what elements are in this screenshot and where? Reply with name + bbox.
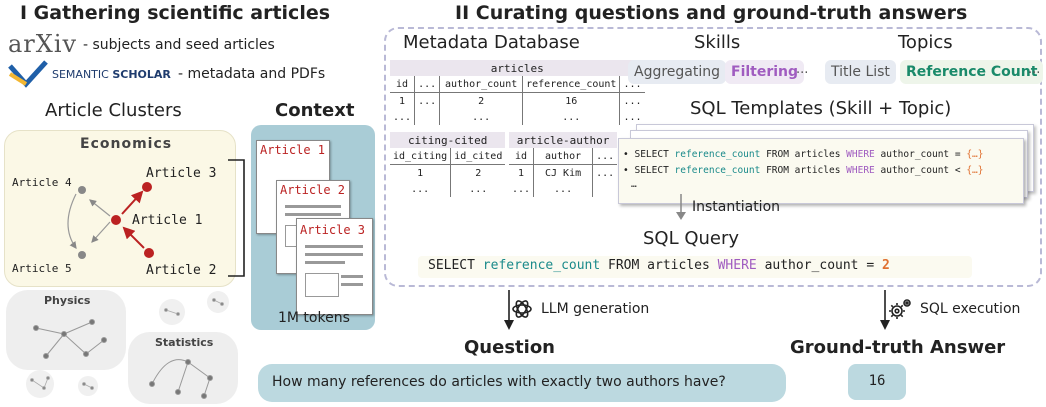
node-label-article-5: Article 5 xyxy=(12,262,72,275)
answer-box: 16 xyxy=(848,364,906,400)
economics-cluster xyxy=(4,130,236,287)
node-article-3 xyxy=(142,182,152,192)
question-text: How many references do articles with exa… xyxy=(272,374,726,390)
semantic-scholar-description: - metadata and PDFs xyxy=(178,66,326,82)
semantic-scholar-icon xyxy=(8,60,48,88)
topic-chip-reference-count: Reference Count xyxy=(900,60,1044,84)
metadata-database-title: Metadata Database xyxy=(403,32,580,53)
statistics-label: Statistics xyxy=(155,336,214,349)
context-title: Context xyxy=(275,100,355,121)
gear-icon xyxy=(889,299,911,319)
node-article-5 xyxy=(78,251,86,259)
template-line-2: • SELECT reference_count FROM articles W… xyxy=(623,165,984,176)
node-label-article-3: Article 3 xyxy=(146,166,217,181)
arxiv-logo: arXiv xyxy=(8,30,78,58)
question-box: How many references do articles with exa… xyxy=(258,364,786,402)
instantiation-arrow xyxy=(676,194,686,220)
skill-chip-filtering: Filtering xyxy=(725,60,805,84)
node-article-2 xyxy=(144,248,154,258)
skills-more: ... xyxy=(796,62,809,77)
document-article-3: Article 3 xyxy=(296,218,373,315)
openai-icon xyxy=(512,300,532,318)
sql-execution-arrow xyxy=(880,290,890,330)
skills-title: Skills xyxy=(694,32,741,53)
topics-title: Topics xyxy=(898,32,953,53)
skill-chip-aggregating: Aggregating xyxy=(628,60,727,84)
sql-query-text: SELECT reference_count FROM articles WHE… xyxy=(428,258,890,273)
statistics-graph xyxy=(149,359,213,399)
arxiv-description: - subjects and seed articles xyxy=(83,37,275,53)
question-title: Question xyxy=(464,337,555,358)
node-label-article-4: Article 4 xyxy=(12,176,72,189)
cluster-bracket xyxy=(228,159,245,277)
sql-execution-label: SQL execution xyxy=(920,301,1021,317)
section-2-title: II Curating questions and ground-truth a… xyxy=(455,2,968,24)
article-clusters-title: Article Clusters xyxy=(45,100,182,121)
physics-label: Physics xyxy=(44,294,91,307)
sql-query-title: SQL Query xyxy=(643,228,740,249)
node-label-article-2: Article 2 xyxy=(146,263,217,278)
llm-generation-arrow xyxy=(504,290,514,330)
template-card-front: • SELECT reference_count FROM articles W… xyxy=(618,138,1024,204)
node-article-1 xyxy=(111,215,121,225)
physics-cluster xyxy=(6,290,126,370)
answer-value: 16 xyxy=(868,373,886,389)
section-1-title: I Gathering scientific articles xyxy=(20,2,331,24)
context-token-count: 1M tokens xyxy=(278,310,350,326)
economics-label: Economics xyxy=(80,136,173,152)
mini-clusters-top xyxy=(159,291,229,325)
node-article-4 xyxy=(78,186,86,194)
statistics-cluster xyxy=(128,332,238,404)
topic-chip-title-list: Title List xyxy=(825,60,896,84)
llm-generation-label: LLM generation xyxy=(541,301,650,317)
template-line-1: • SELECT reference_count FROM articles W… xyxy=(623,149,984,160)
semantic-scholar-logo: SEMANTIC SCHOLAR xyxy=(52,68,171,81)
sql-templates-title: SQL Templates (Skill + Topic) xyxy=(690,98,952,119)
physics-graph xyxy=(33,319,107,359)
instantiation-label: Instantiation xyxy=(692,199,781,215)
template-more: … xyxy=(631,179,637,190)
ground-truth-title: Ground-truth Answer xyxy=(790,337,1006,358)
mini-clusters-bottom xyxy=(26,370,98,398)
node-label-article-1: Article 1 xyxy=(132,213,203,228)
economics-graph xyxy=(67,182,154,259)
sql-query-box: SELECT reference_count FROM articles WHE… xyxy=(418,256,972,278)
curation-panel xyxy=(384,27,1042,287)
topics-more: ... xyxy=(1028,62,1041,77)
